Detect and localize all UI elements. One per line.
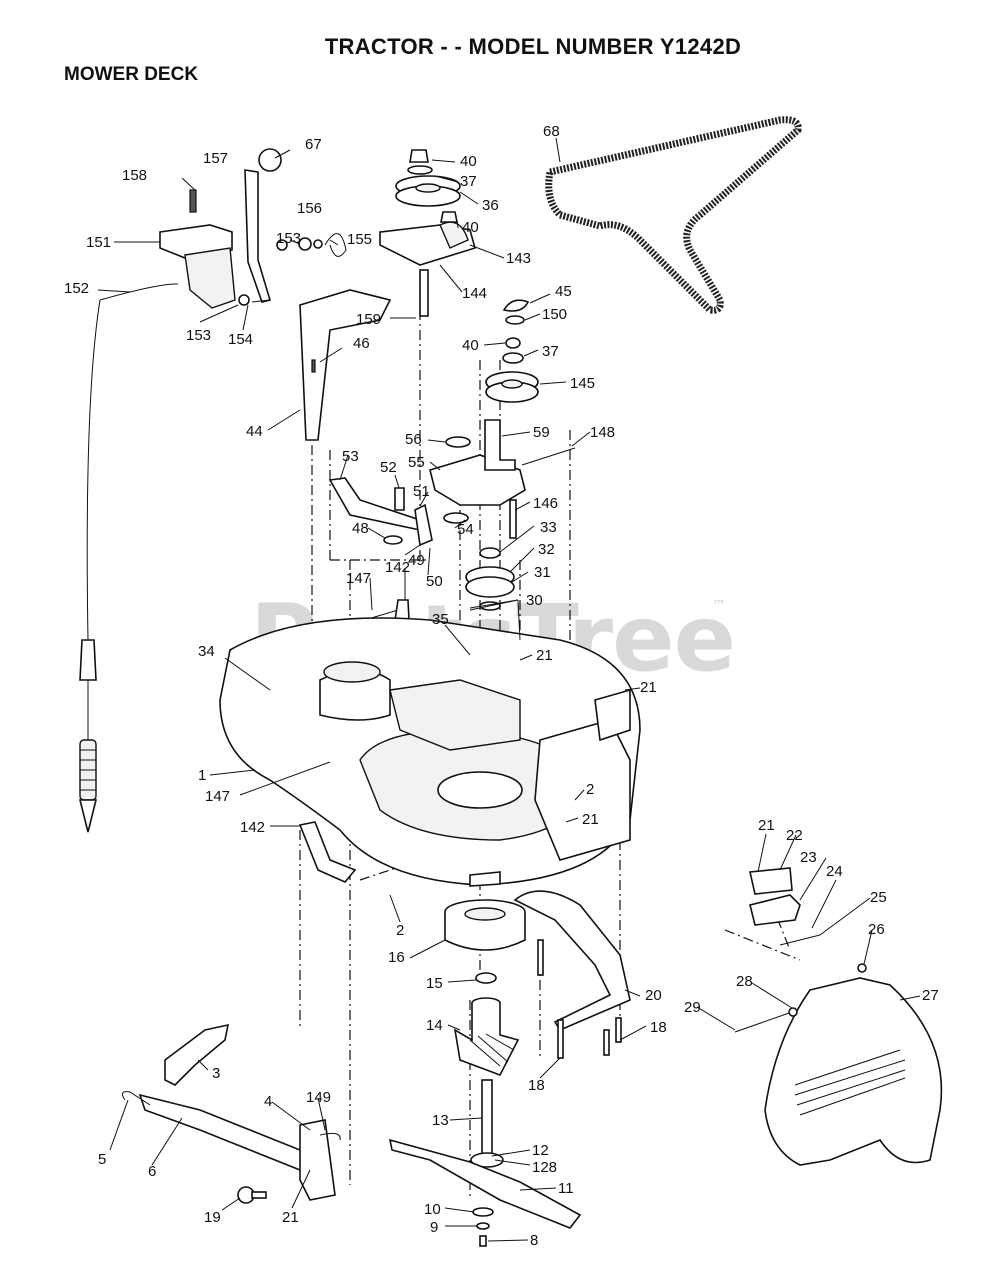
mower-deck xyxy=(219,617,641,887)
callout-label: 22 xyxy=(786,827,803,844)
callout-label: 51 xyxy=(413,483,430,500)
callout-label: 148 xyxy=(590,424,615,441)
idler-arm-assembly xyxy=(328,419,576,611)
callout-label: 33 xyxy=(540,519,557,536)
gauge-wheel-arm xyxy=(513,890,631,1059)
callout-label: 48 xyxy=(352,520,369,537)
callout-label: 149 xyxy=(306,1089,331,1106)
callout-label: 29 xyxy=(684,999,701,1016)
callout-label: 28 xyxy=(736,973,753,990)
belt-cover xyxy=(299,289,392,441)
callout-label: 25 xyxy=(870,889,887,906)
callout-label: 49 xyxy=(408,552,425,569)
callout-label: 40 xyxy=(460,153,477,170)
callout-label: 142 xyxy=(240,819,265,836)
callout-label: 37 xyxy=(542,343,559,360)
callout-leaders xyxy=(97,137,921,1242)
callout-label: 10 xyxy=(424,1201,441,1218)
callout-label: 56 xyxy=(405,431,422,448)
callout-label: 35 xyxy=(432,611,449,628)
callout-label: 68 xyxy=(543,123,560,140)
watermark-trademark: ™ xyxy=(712,598,726,614)
callout-label: 4 xyxy=(264,1093,272,1110)
callout-label: 40 xyxy=(462,337,479,354)
callout-label: 15 xyxy=(426,975,443,992)
callout-label: 53 xyxy=(342,448,359,465)
callout-label: 153 xyxy=(276,230,301,247)
callout-label: 147 xyxy=(346,570,371,587)
upper-pulley-stack xyxy=(379,149,539,403)
callout-label: 3 xyxy=(212,1065,220,1082)
callout-label: 23 xyxy=(800,849,817,866)
callout-label: 34 xyxy=(198,643,215,660)
callout-label: 151 xyxy=(86,234,111,251)
callout-label: 32 xyxy=(538,541,555,558)
callout-label: 21 xyxy=(582,811,599,828)
callout-label: 21 xyxy=(536,647,553,664)
callout-label: 50 xyxy=(426,573,443,590)
callout-label: 37 xyxy=(460,173,477,190)
callout-label: 52 xyxy=(380,459,397,476)
callout-label: 142 xyxy=(385,559,410,576)
callout-label: 14 xyxy=(426,1017,443,1034)
lift-link-assembly xyxy=(121,1023,341,1204)
callout-label: 5 xyxy=(98,1151,106,1168)
callout-label: 154 xyxy=(228,331,253,348)
callout-label: 157 xyxy=(203,150,228,167)
callout-labels: 67 157 158 156 153 155 151 152 153 154 4… xyxy=(64,123,939,1249)
callout-label: 13 xyxy=(432,1112,449,1129)
callout-label: 153 xyxy=(186,327,211,344)
callout-label: 128 xyxy=(532,1159,557,1176)
callout-label: 21 xyxy=(758,817,775,834)
callout-label: 21 xyxy=(282,1209,299,1226)
callout-label: 40 xyxy=(462,219,479,236)
callout-label: 67 xyxy=(305,136,322,153)
callout-label: 16 xyxy=(388,949,405,966)
callout-label: 18 xyxy=(528,1077,545,1094)
callout-label: 11 xyxy=(558,1180,574,1197)
callout-label: 2 xyxy=(396,922,404,939)
callout-label: 158 xyxy=(122,167,147,184)
callout-label: 36 xyxy=(482,197,499,214)
callout-label: 31 xyxy=(534,564,551,581)
callout-label: 59 xyxy=(533,424,550,441)
callout-label: 26 xyxy=(868,921,885,938)
callout-label: 146 xyxy=(533,495,558,512)
callout-label: 45 xyxy=(555,283,572,300)
callout-label: 19 xyxy=(204,1209,221,1226)
callout-label: 8 xyxy=(530,1232,538,1249)
callout-label: 27 xyxy=(922,987,939,1004)
page-title: TRACTOR - - MODEL NUMBER Y1242D xyxy=(324,34,742,59)
callout-label: 150 xyxy=(542,306,567,323)
callout-label: 6 xyxy=(148,1163,156,1180)
spindle-assembly xyxy=(388,899,582,1247)
callout-label: 30 xyxy=(526,592,543,609)
drive-belt xyxy=(545,116,802,314)
callout-label: 44 xyxy=(246,423,263,440)
callout-label: 144 xyxy=(462,285,487,302)
callout-label: 46 xyxy=(353,335,370,352)
callout-label: 20 xyxy=(645,987,662,1004)
callout-label: 2 xyxy=(586,781,594,798)
callout-label: 55 xyxy=(408,454,425,471)
callout-label: 24 xyxy=(826,863,843,880)
deflector-assembly xyxy=(734,867,943,1166)
callout-label: 156 xyxy=(297,200,322,217)
section-title: MOWER DECK xyxy=(64,64,199,85)
callout-label: 1 xyxy=(198,767,206,784)
callout-label: 152 xyxy=(64,280,89,297)
callout-label: 54 xyxy=(457,521,474,538)
callout-label: 155 xyxy=(347,231,372,248)
callout-label: 147 xyxy=(205,788,230,805)
callout-label: 9 xyxy=(430,1219,438,1236)
callout-label: 143 xyxy=(506,250,531,267)
callout-label: 159 xyxy=(356,311,381,328)
callout-label: 18 xyxy=(650,1019,667,1036)
lift-handle-assembly xyxy=(78,148,347,833)
callout-label: 12 xyxy=(532,1142,549,1159)
callout-label: 145 xyxy=(570,375,595,392)
callout-label: 21 xyxy=(640,679,657,696)
